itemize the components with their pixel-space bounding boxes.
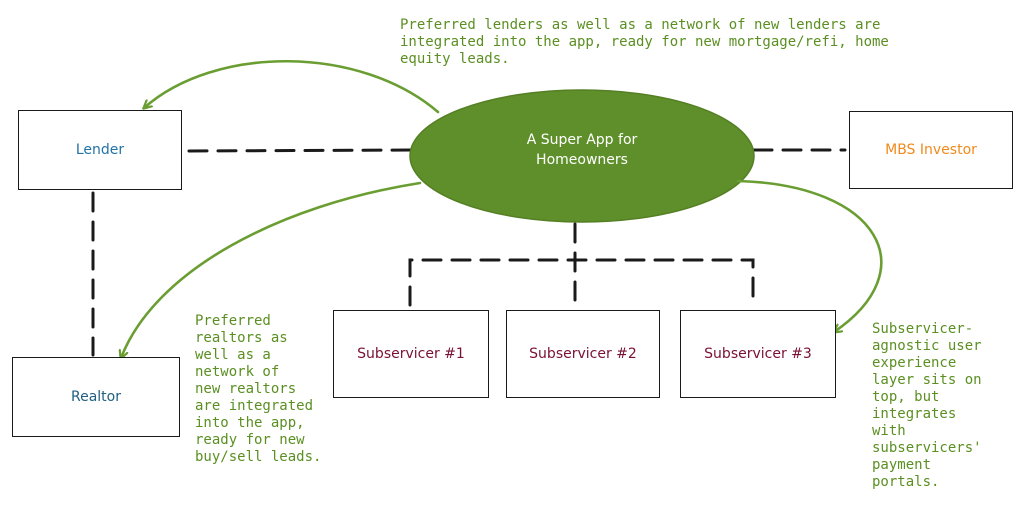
lender-label: Lender <box>75 142 125 158</box>
super-app-hub-label: A Super App for Homeowners <box>526 132 638 168</box>
realtor-node: Realtor <box>12 357 180 437</box>
subservicer-2-node: Subservicer #2 <box>506 310 660 398</box>
subservicers-annotation: Subservicer- agnostic user experience la… <box>872 321 982 490</box>
mbs-investor-label: MBS Investor <box>885 142 977 158</box>
subservicer-3-node: Subservicer #3 <box>680 310 836 398</box>
connector-lender-hub <box>187 148 416 153</box>
lender-node: Lender <box>18 110 182 190</box>
subservicer-2-label: Subservicer #2 <box>529 346 637 362</box>
arrow-hub-to-subservicers <box>736 179 883 332</box>
lenders-annotation: Preferred lenders as well as a network o… <box>400 17 889 67</box>
arrow-hub-to-lender <box>144 60 440 114</box>
subservicer-1-label: Subservicer #1 <box>357 346 465 362</box>
subservicer-1-node: Subservicer #1 <box>333 310 489 398</box>
realtor-label: Realtor <box>71 389 121 405</box>
realtors-annotation: Preferred realtors as well as a network … <box>195 313 322 465</box>
mbs-investor-node: MBS Investor <box>849 111 1013 189</box>
subservicer-3-label: Subservicer #3 <box>704 346 812 362</box>
connector-subservicer-bus <box>408 258 755 307</box>
arrow-hub-to-realtor <box>121 181 422 358</box>
super-app-hub <box>409 89 755 223</box>
